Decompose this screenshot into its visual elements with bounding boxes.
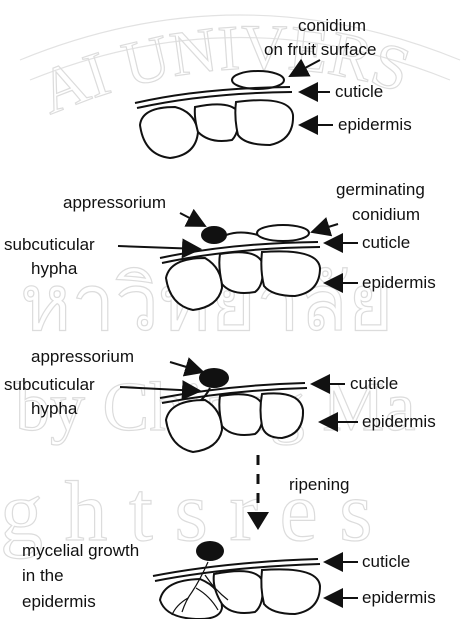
epidermis-label: epidermis <box>362 412 436 431</box>
epidermal-cell <box>195 104 239 141</box>
mycelial-label-line2: in the <box>22 566 64 585</box>
subcuticular-arrow <box>118 246 200 249</box>
germinating-label-line2: conidium <box>352 205 420 224</box>
ripening-label: ripening <box>289 475 350 494</box>
germ-tube <box>226 233 258 236</box>
appressorium-shape <box>201 226 227 244</box>
conidium-label: conidium <box>298 16 366 35</box>
subcuticular-label-line2: hypha <box>31 399 78 418</box>
epidermal-cell <box>261 569 320 614</box>
appressorium-label: appressorium <box>31 347 134 366</box>
epidermal-cell <box>219 394 262 435</box>
epidermis-label: epidermis <box>338 115 412 134</box>
epidermal-cell <box>261 393 304 438</box>
appressorium-label: appressorium <box>63 193 166 212</box>
mycelial-label: mycelial growth <box>22 541 139 560</box>
conidium-label-line2: on fruit surface <box>264 40 376 59</box>
epidermal-cell <box>261 251 320 296</box>
germinating-label: germinating <box>336 180 425 199</box>
appressorium-arrow <box>180 213 205 226</box>
appressorium-shape <box>199 368 229 388</box>
epidermal-cell <box>140 107 198 158</box>
subcuticular-label: subcuticular <box>4 375 95 394</box>
germinating-arrow <box>312 224 338 232</box>
cuticle-label: cuticle <box>362 233 410 252</box>
epidermis-label: epidermis <box>362 588 436 607</box>
cuticle-label: cuticle <box>335 82 383 101</box>
germinating-conidium-shape <box>257 225 309 241</box>
mycelial-label-line3: epidermis <box>22 592 96 611</box>
epidermal-cell <box>235 100 293 145</box>
epidermis-label: epidermis <box>362 273 436 292</box>
subcuticular-label: subcuticular <box>4 235 95 254</box>
cuticle-label: cuticle <box>350 374 398 393</box>
subcuticular-label-line2: hypha <box>31 259 78 278</box>
epidermal-cell <box>219 252 262 293</box>
appressorium-shape <box>196 541 224 561</box>
cuticle-label: cuticle <box>362 552 410 571</box>
